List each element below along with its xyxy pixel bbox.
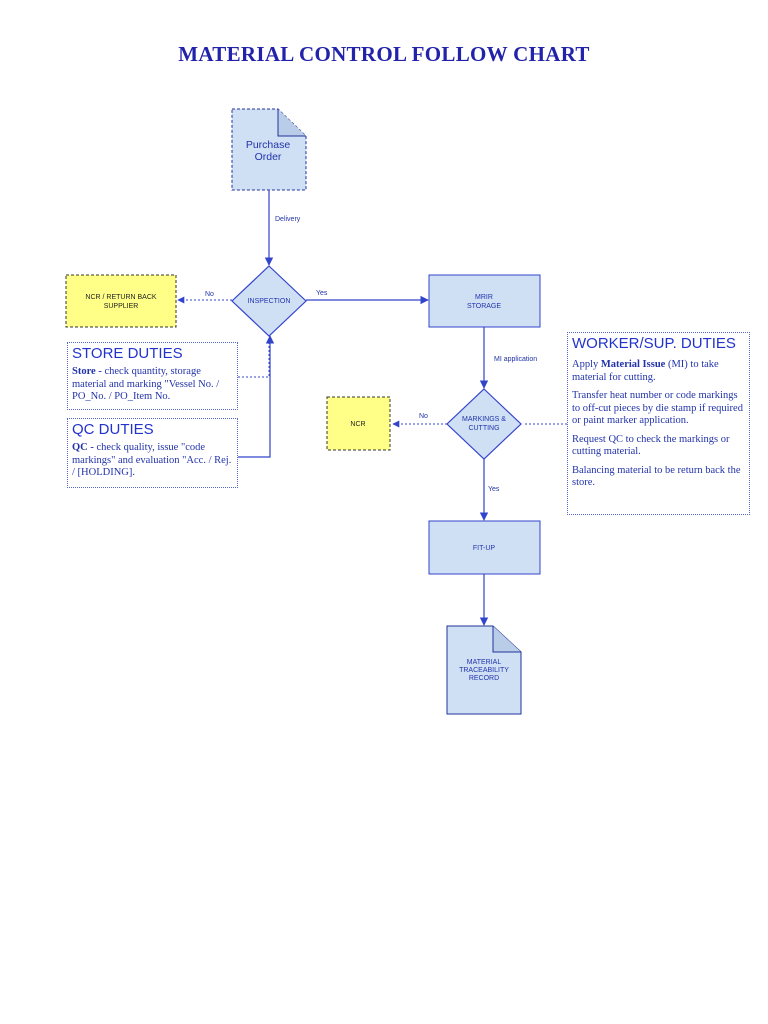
delivery-label: Delivery	[275, 216, 301, 223]
worker-duties-p1-pre: Apply	[572, 359, 601, 370]
ncr-return-node: NCR / RETURN BACK SUPPLIER	[65, 274, 177, 328]
purchase-order-label-2: Order	[255, 151, 282, 163]
inspection-label: INSPECTION	[248, 298, 291, 305]
page-title: MATERIAL CONTROL FOLLOW CHART	[178, 42, 590, 66]
mrir-label-1: MRIR	[475, 294, 493, 301]
ncr-label: NCR	[350, 421, 365, 428]
worker-duties-p2: Transfer heat number or code markings to…	[572, 390, 743, 426]
qc-duties-heading: QC DUTIES	[72, 421, 154, 438]
fit-up-label: FIT-UP	[473, 545, 495, 552]
inspection-yes-label: Yes	[316, 290, 328, 297]
markings-no-label: No	[419, 413, 428, 420]
qc-duties-lead: QC -	[72, 442, 94, 453]
markings-label-2: CUTTING	[468, 425, 499, 432]
qc-duties-connector	[238, 335, 275, 458]
worker-duties-heading: WORKER/SUP. DUTIES	[572, 335, 736, 352]
qc-duties-note: QC DUTIES QC - check quality, issue "cod…	[67, 418, 238, 488]
inspection-decision: INSPECTION	[231, 265, 307, 337]
ncr-return-label-2: SUPPLIER	[104, 303, 139, 310]
mrir-label-2: STORAGE	[467, 303, 501, 310]
mi-application-label: MI application	[494, 356, 537, 363]
store-duties-text: check quantity, storage material and mar…	[72, 366, 220, 402]
markings-label-1: MARKINGS &	[462, 416, 506, 423]
traceability-label-1: MATERIAL	[467, 659, 502, 666]
store-duties-connector	[238, 340, 270, 378]
traceability-label-2: TRACEABILITY	[459, 667, 509, 674]
markings-cutting-decision: MARKINGS & CUTTING	[446, 388, 522, 460]
traceability-label-3: RECORD	[469, 675, 499, 682]
worker-duties-p4: Balancing material to be return back the…	[572, 464, 741, 489]
fit-up-node: FIT-UP	[428, 520, 541, 575]
inspection-no-label: No	[205, 291, 214, 298]
store-duties-lead: Store -	[72, 366, 102, 377]
worker-duties-p3: Request QC to check the markings or cutt…	[572, 433, 730, 458]
worker-duties-p1-bold: Material Issue	[600, 359, 666, 370]
store-duties-heading: STORE DUTIES	[72, 345, 183, 362]
ncr-return-label-1: NCR / RETURN BACK	[85, 294, 157, 301]
qc-duties-text: check quality, issue "code markings" and…	[72, 442, 232, 478]
purchase-order-label-1: Purchase	[246, 139, 291, 151]
store-duties-note: STORE DUTIES Store - check quantity, sto…	[67, 342, 238, 410]
worker-duties-note: WORKER/SUP. DUTIES Apply Material Issue …	[567, 332, 750, 515]
markings-yes-label: Yes	[488, 486, 500, 493]
worker-duties-p1-post: (MI) to take material for cutting.	[572, 359, 719, 383]
mrir-storage-node: MRIR STORAGE	[428, 274, 541, 328]
traceability-record-node: MATERIAL TRACEABILITY RECORD	[446, 625, 522, 715]
ncr-node: NCR	[326, 396, 391, 451]
purchase-order-node: Purchase Order	[231, 108, 307, 191]
